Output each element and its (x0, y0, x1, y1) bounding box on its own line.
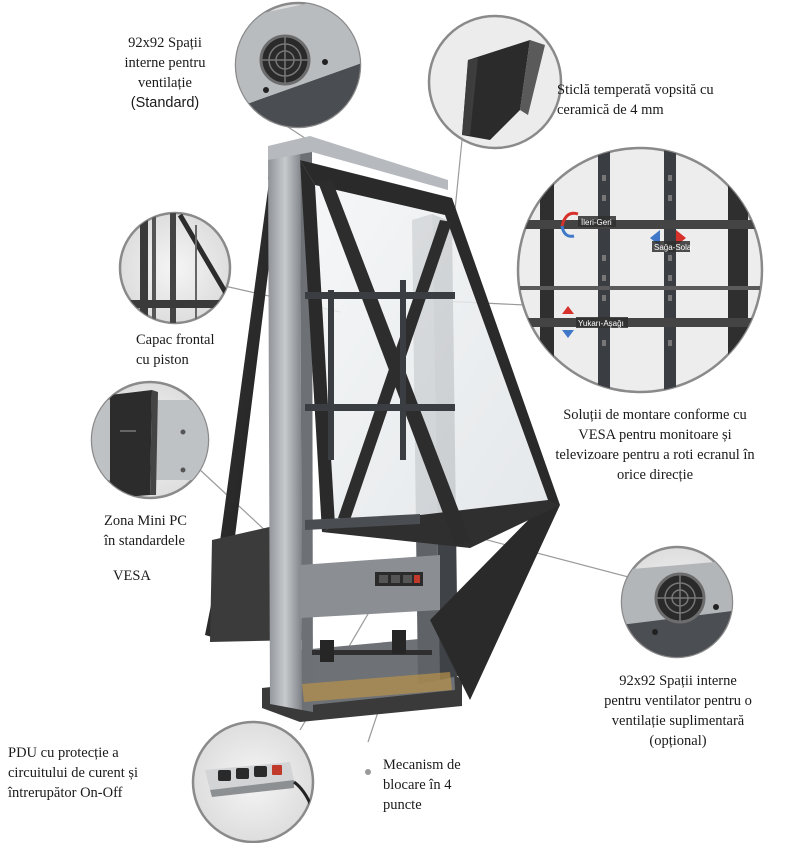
glass-detail (427, 14, 563, 150)
up-down-tag: Yukarı-Aşağı (578, 319, 624, 328)
pdu-detail (191, 720, 315, 843)
mini-pc-label: Zona Mini PC în standardele (104, 513, 187, 549)
lock-label: Mecanism de blocare în 4 puncte (383, 757, 461, 813)
vesa-mount-label: Soluții de montare conforme cu VESA pent… (555, 407, 755, 483)
up-down-arrow-icon (562, 306, 574, 338)
fan-optional-label: 92x92 Spații interne pentru ventilator p… (604, 673, 752, 749)
back-forth-tag: İleri-Geri (581, 218, 612, 227)
pdu-label: PDU cu protecție a circuitului de curent… (8, 745, 139, 801)
left-right-tag: Sağa-Sola (654, 243, 692, 252)
mini-pc-vesa-label: VESA (113, 568, 151, 584)
vesa-mount-detail: İleri-Geri Sağa-Sola Yukarı-Aşağı (516, 146, 764, 394)
front-cover-label: Capac frontal cu piston (136, 332, 215, 368)
back-forth-arrow-icon (560, 211, 579, 238)
glass-label: Sticlă temperată vopsită cu ceramică de … (557, 82, 714, 118)
front-cover-detail (118, 211, 232, 325)
fan-top-label: 92x92 Spații interne pentru ventilație (… (124, 35, 206, 111)
mini-pc-detail (90, 380, 210, 500)
fan-top-detail (234, 1, 362, 129)
kiosk-stand (205, 136, 560, 722)
lock-pointer-dot (365, 769, 371, 775)
fan-optional-detail (620, 545, 734, 659)
